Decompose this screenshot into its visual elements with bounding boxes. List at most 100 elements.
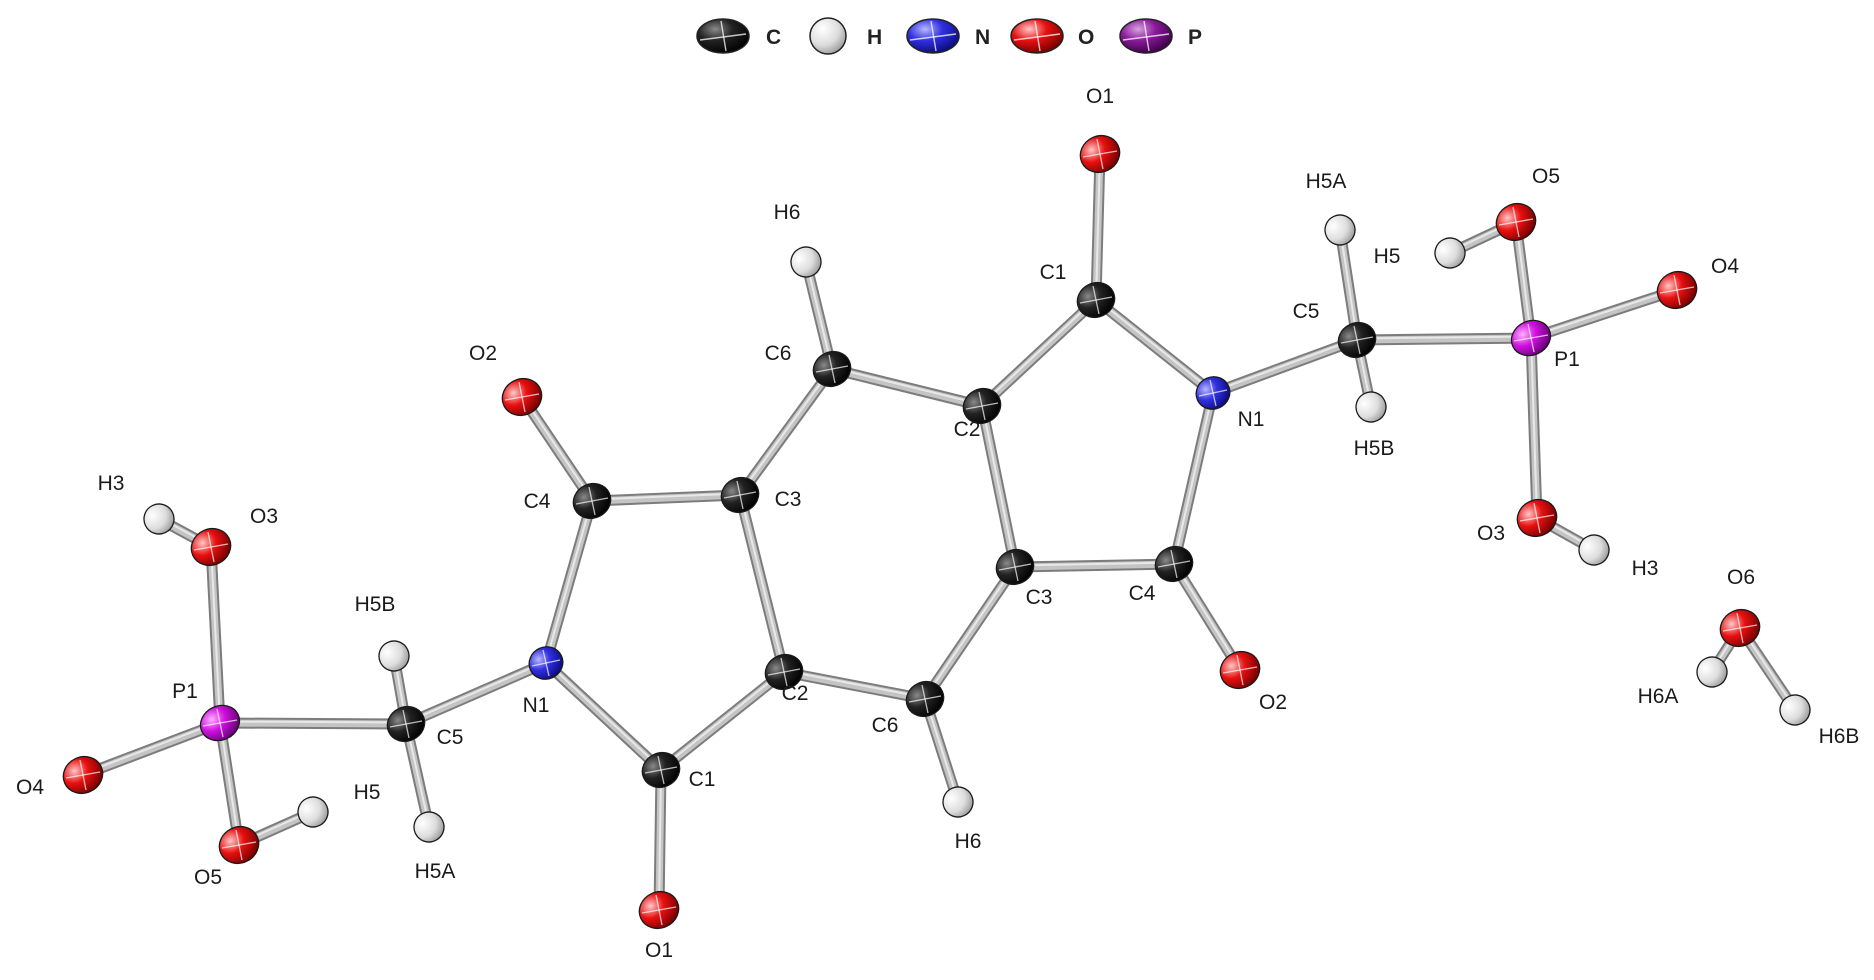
atom-p1-r <box>1510 319 1552 357</box>
atom-label-c1-l: C1 <box>689 768 716 791</box>
bond-P1_l-O4_l <box>77 717 226 781</box>
bond-C3_l-C2_l <box>734 489 790 678</box>
atom-label-c5-l: C5 <box>437 726 464 749</box>
bond-C6_bot-C2_l <box>778 666 931 705</box>
atom-c5-l <box>386 705 426 743</box>
bond-C1_l-C2_l <box>655 666 790 776</box>
legend-item-h: H <box>809 17 882 55</box>
atom-n1-r <box>1195 376 1231 410</box>
atom-h5b-l <box>378 640 410 672</box>
atom-label-o1-bot: O1 <box>645 939 673 962</box>
legend-label-c: C <box>766 26 781 49</box>
bond-C4_l-O2_l <box>516 391 598 507</box>
atom-label-h6b: H6B <box>1819 725 1860 748</box>
atom-c1-r <box>1076 281 1116 319</box>
atom-c2-r <box>962 387 1002 425</box>
bond-O1_top-C1_r <box>1090 148 1106 306</box>
atom-label-o2-l: O2 <box>469 342 497 365</box>
atom-label-h3-r: H3 <box>1632 557 1659 580</box>
bond-C4_l-N1_l <box>540 495 598 669</box>
atom-label-h5-l: H5 <box>354 781 381 804</box>
bond-N1_r-C4_r <box>1168 387 1219 570</box>
atom-h6b <box>1779 694 1811 726</box>
atom-label-h3-l: H3 <box>98 472 125 495</box>
atom-c3-l <box>720 476 760 514</box>
legend-label-p: P <box>1188 26 1202 49</box>
atom-label-h6-top: H6 <box>774 201 801 224</box>
legend-item-n: N <box>906 18 990 54</box>
bond-C2_r-C3_r <box>976 400 1021 573</box>
bond-C1_l-O1_bot <box>653 764 667 916</box>
atom-label-o4-r: O4 <box>1711 255 1739 278</box>
legend-label-n: N <box>975 26 990 49</box>
atom-h5b-r <box>1355 391 1387 423</box>
atom-h6-top <box>790 246 822 278</box>
atom-c4-r <box>1154 545 1194 583</box>
atom-label-p1-l: P1 <box>172 680 198 703</box>
atom-o2-l <box>501 377 543 417</box>
atom-label-h5a-r: H5A <box>1306 170 1347 193</box>
atom-label-o5-r: O5 <box>1532 165 1560 188</box>
atom-o2-r <box>1219 650 1261 690</box>
atom-h6a <box>1696 656 1728 688</box>
atom-label-p1-r: P1 <box>1554 348 1580 371</box>
atom-h5a-l <box>413 811 445 843</box>
atom-label-c1-r: C1 <box>1040 261 1067 284</box>
atom-h3-r <box>1578 534 1610 566</box>
atom-c6-bot <box>905 680 945 718</box>
atom-label-c2-l: C2 <box>782 682 809 705</box>
atom-label-c3-r: C3 <box>1026 586 1053 609</box>
bond-C4_r-C3_r <box>1009 558 1180 573</box>
atom-c1-l <box>641 751 681 789</box>
atom-h5-r <box>1434 237 1466 269</box>
atom-label-h6a: H6A <box>1638 685 1679 708</box>
atom-label-h6-bot: H6 <box>955 830 982 853</box>
legend-swatch-h <box>809 17 847 55</box>
atom-label-c3-l: C3 <box>775 488 802 511</box>
bond-C5_r-H5A_r <box>1334 224 1363 346</box>
atom-label-h5a-l: H5A <box>415 860 456 883</box>
atom-label-c6-bot: C6 <box>872 714 899 737</box>
atom-c2-l <box>764 653 804 691</box>
atom-h3-l <box>143 503 175 535</box>
bond-C6_top-H6_top <box>800 256 838 375</box>
bond-C5_l-P1_l <box>214 717 412 730</box>
atom-label-c4-r: C4 <box>1129 582 1156 605</box>
atom-o3-l <box>190 527 232 567</box>
atom-o6 <box>1719 608 1761 648</box>
bond-P1_l-O5_l <box>214 717 245 851</box>
atom-label-n1-r: N1 <box>1238 408 1265 431</box>
legend-label-o: O <box>1078 26 1094 49</box>
atom-o1-top <box>1079 134 1121 174</box>
atom-o5-l <box>218 825 260 865</box>
atom-label-c6-top: C6 <box>765 342 792 365</box>
atom-o4-r <box>1656 270 1698 310</box>
bond-N1_r-C5_r <box>1207 334 1363 399</box>
atom-c5-r <box>1337 321 1377 359</box>
atom-label-c4-l: C4 <box>524 490 551 513</box>
bond-C6_top-C3_l <box>734 363 838 501</box>
bond-P1_l-O3_l <box>205 541 226 729</box>
atom-label-o3-r: O3 <box>1477 522 1505 545</box>
atom-label-c5-r: C5 <box>1293 300 1320 323</box>
atom-label-o2-r: O2 <box>1259 691 1287 714</box>
bond-P1_r-O3_r <box>1525 332 1543 524</box>
legend-item-c: C <box>696 18 781 54</box>
atom-label-n1-l: N1 <box>523 694 550 717</box>
atom-o3-r <box>1516 498 1558 538</box>
bond-C2_r-C6_top <box>826 363 988 412</box>
atom-o4-l <box>62 755 104 795</box>
atom-p1-l <box>199 704 241 742</box>
atom-h5-l <box>297 796 329 828</box>
bond-C3_r-C6_bot <box>919 561 1021 705</box>
atom-h6-bot <box>942 786 974 818</box>
bond-C3_l-C4_l <box>586 489 746 507</box>
atom-label-o3-l: O3 <box>250 505 278 528</box>
atom-o1-bot <box>638 890 680 930</box>
atom-label-o1-top: O1 <box>1086 85 1114 108</box>
atom-h5a-r <box>1324 214 1356 246</box>
bond-C1_r-N1_r <box>1090 294 1219 399</box>
